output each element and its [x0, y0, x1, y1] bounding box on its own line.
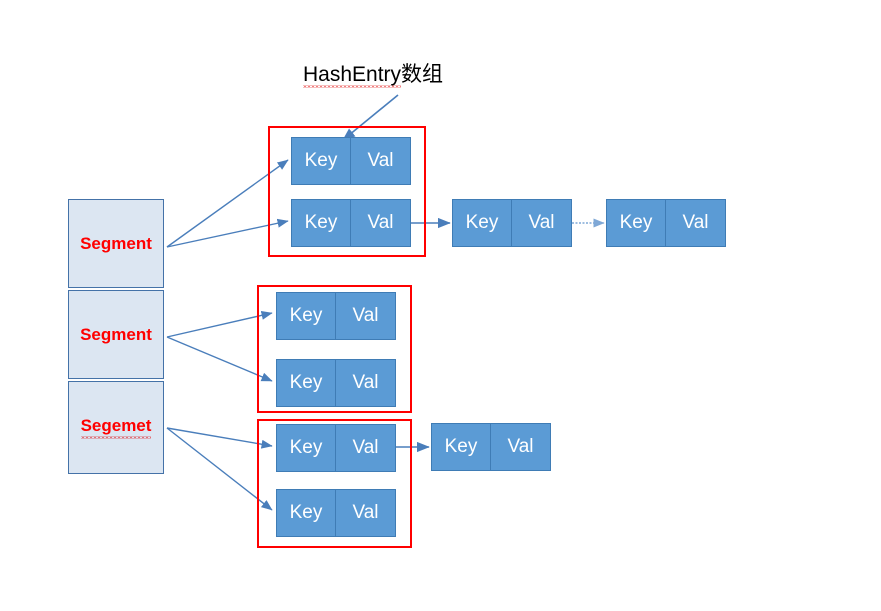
diagram-title-misspelled-word: HashEntry: [303, 63, 402, 86]
entry-key-g2-b0-e1: Key: [431, 423, 491, 471]
diagram-title-suffix: 数组: [401, 63, 444, 86]
segment-box-0[interactable]: Segment: [68, 199, 164, 288]
diagram-title: HashEntry数组: [303, 58, 443, 88]
entry-val-g1-b1-e0: Val: [336, 359, 396, 407]
entry-key-g2-b0-e0: Key: [276, 424, 336, 472]
hashentry-array-group-1: [257, 285, 412, 413]
entry-cell-g2-b0-e1[interactable]: Key Val: [431, 423, 551, 471]
segment-column: Segment Segment Segemet: [68, 199, 166, 474]
entry-key-g0-b1-e2: Key: [606, 199, 666, 247]
entry-cell-g0-b1-e0[interactable]: Key Val: [291, 199, 411, 247]
entry-cell-g0-b1-e1[interactable]: Key Val: [452, 199, 572, 247]
entry-cell-g0-b1-e2[interactable]: Key Val: [606, 199, 726, 247]
entry-cell-g1-b0-e0[interactable]: Key Val: [276, 292, 396, 340]
entry-key-g0-b1-e0: Key: [291, 199, 351, 247]
entry-val-g2-b1-e0: Val: [336, 489, 396, 537]
entry-key-g1-b0-e0: Key: [276, 292, 336, 340]
hashentry-array-group-0: [268, 126, 426, 257]
entry-val-g2-b0-e0: Val: [336, 424, 396, 472]
entry-val-g0-b1-e1: Val: [512, 199, 572, 247]
entry-val-g0-b0-e0: Val: [351, 137, 411, 185]
entry-key-g0-b0-e0: Key: [291, 137, 351, 185]
segment-box-2[interactable]: Segemet: [68, 381, 164, 474]
entry-val-g0-b1-e0: Val: [351, 199, 411, 247]
segment-label-0: Segment: [80, 233, 152, 253]
entry-key-g0-b1-e1: Key: [452, 199, 512, 247]
entry-val-g2-b0-e1: Val: [491, 423, 551, 471]
hashentry-array-group-2: [257, 419, 412, 548]
entry-cell-g2-b1-e0[interactable]: Key Val: [276, 489, 396, 537]
entry-val-g1-b0-e0: Val: [336, 292, 396, 340]
entry-val-g0-b1-e2: Val: [666, 199, 726, 247]
entry-key-g2-b1-e0: Key: [276, 489, 336, 537]
segment-label-1: Segment: [80, 324, 152, 344]
segment-box-1[interactable]: Segment: [68, 290, 164, 379]
entry-key-g1-b1-e0: Key: [276, 359, 336, 407]
entry-cell-g1-b1-e0[interactable]: Key Val: [276, 359, 396, 407]
entry-cell-g0-b0-e0[interactable]: Key Val: [291, 137, 411, 185]
entry-cell-g2-b0-e0[interactable]: Key Val: [276, 424, 396, 472]
segment-label-2: Segemet: [80, 416, 152, 439]
